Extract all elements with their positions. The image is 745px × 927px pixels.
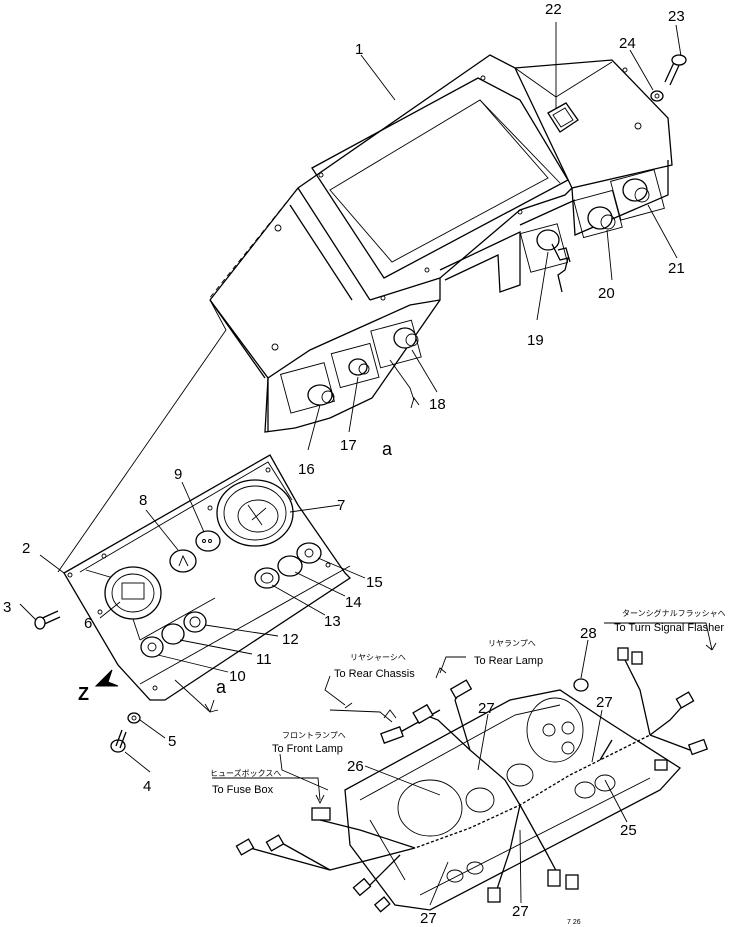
callout-16: 16 (298, 461, 315, 478)
callout-2: 2 (22, 540, 30, 557)
callout-labels: 1 2 3 4 5 6 7 8 9 10 11 12 13 14 15 16 1… (3, 1, 685, 927)
callout-15: 15 (366, 574, 383, 591)
fuse-box-label-jp: ヒューズボックスへ (210, 768, 281, 778)
callout-3: 3 (3, 599, 11, 616)
callout-4: 4 (143, 778, 151, 795)
switch-22 (547, 102, 579, 133)
view-marker-z: Z (78, 684, 89, 704)
callout-22: 22 (545, 1, 562, 18)
callout-20: 20 (598, 285, 615, 302)
callout-9: 9 (174, 466, 182, 483)
lamp-8 (169, 549, 197, 573)
z-arrow-icon (94, 669, 119, 687)
lamp-11 (161, 623, 185, 645)
callout-27-bottom-right: 27 (512, 903, 529, 920)
screw-4 (110, 729, 127, 753)
callout-6: 6 (84, 615, 92, 632)
bolt-23 (664, 54, 687, 86)
callout-11: 11 (256, 651, 272, 668)
front-lamp-label-en: To Front Lamp (272, 743, 343, 755)
lamp-15 (296, 542, 322, 564)
rear-chassis-label-jp: リヤシャーシへ (350, 653, 406, 662)
turn-signal-label-en: To Turn Signal Flasher (614, 622, 724, 634)
figure-code: 7 26 (567, 919, 581, 926)
callout-21: 21 (668, 260, 685, 277)
view-marker-a-lower: a (216, 677, 227, 697)
knob-17 (348, 358, 370, 376)
lamp-9 (195, 530, 221, 552)
callout-27-bottom-left: 27 (420, 910, 437, 927)
floor-plate (344, 689, 681, 911)
callout-13: 13 (324, 613, 341, 630)
view-markers: a a Z (78, 439, 393, 704)
washer-24 (650, 90, 664, 102)
callout-1: 1 (355, 41, 363, 58)
callout-23: 23 (668, 8, 685, 25)
lamp-12 (183, 611, 207, 633)
callout-14: 14 (345, 594, 362, 611)
rear-lamp-label-jp: リヤランプへ (488, 639, 536, 648)
gauge-7 (216, 479, 294, 547)
callout-19: 19 (527, 332, 544, 349)
wiring-harness (235, 647, 709, 913)
callout-28: 28 (580, 625, 597, 642)
turn-signal-label-jp: ターンシグナルフラッシャへ (622, 608, 726, 618)
lamp-10 (140, 636, 164, 658)
callout-18: 18 (429, 396, 446, 413)
callout-26: 26 (347, 758, 364, 775)
callout-5: 5 (168, 733, 176, 750)
callout-27-top: 27 (478, 700, 495, 717)
destination-labels: ターンシグナルフラッシャへ To Turn Signal Flasher リヤラ… (210, 608, 726, 796)
callout-7: 7 (337, 497, 345, 514)
rear-lamp-label-en: To Rear Lamp (474, 655, 543, 667)
callout-24: 24 (619, 35, 636, 52)
callout-10: 10 (229, 668, 246, 685)
rear-chassis-label-en: To Rear Chassis (334, 668, 415, 680)
knob-21 (622, 178, 650, 203)
leader-lines (19, 22, 717, 906)
callout-27-right: 27 (596, 694, 613, 711)
lamp-14 (277, 555, 303, 577)
meter-6 (104, 566, 162, 620)
fuse-box-label-en: To Fuse Box (212, 784, 274, 796)
callout-25: 25 (620, 822, 637, 839)
callout-8: 8 (139, 492, 147, 509)
callout-17: 17 (340, 437, 357, 454)
key-switch-19 (536, 229, 571, 293)
screw-3 (34, 610, 61, 630)
knob-16 (307, 384, 335, 406)
callout-12: 12 (282, 631, 299, 648)
gauge-panel (63, 454, 352, 701)
view-marker-a-upper: a (382, 439, 393, 459)
lamp-13 (254, 567, 280, 589)
panel-cover (207, 54, 673, 433)
knob-20 (587, 206, 616, 230)
washer-5 (127, 712, 141, 724)
knob-18 (393, 327, 419, 349)
front-lamp-label-jp: フロントランプへ (282, 731, 346, 740)
